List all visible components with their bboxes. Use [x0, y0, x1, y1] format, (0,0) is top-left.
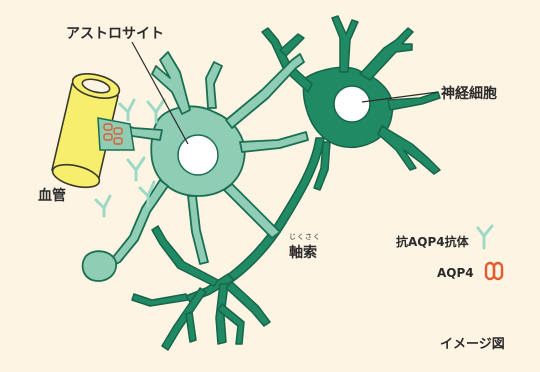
- astrocyte-process: [152, 52, 190, 114]
- neuron-axon-terminal: [132, 294, 188, 306]
- aqp4-legend-icon: [486, 263, 502, 279]
- astrocyte-process: [188, 196, 208, 264]
- antibody-legend-icon: [478, 226, 492, 248]
- astrocyte-nucleus: [178, 135, 218, 175]
- neuron-axon-terminal: [152, 226, 218, 286]
- aqp4-legend-label: AQP4: [437, 266, 474, 280]
- antibody-icon: [120, 100, 134, 120]
- antibody-legend-label: 抗AQP4抗体: [396, 233, 469, 250]
- astrocyte-endfoot: [83, 251, 117, 281]
- astrocyte-label: アストロサイト: [66, 23, 164, 43]
- neuron-dendrite: [360, 28, 413, 80]
- astrocyte-endfoot-contact: [98, 118, 134, 150]
- axon-ruby-label: じくさく: [289, 232, 321, 242]
- illustration-note: イメージ図: [440, 333, 505, 352]
- astrocyte-process: [224, 184, 280, 238]
- astrocyte-process: [240, 132, 308, 152]
- neuron-nucleus: [334, 86, 370, 122]
- antibody-icon: [96, 196, 110, 216]
- neuron-label: 神経細胞: [441, 83, 497, 103]
- astrocyte-process: [226, 54, 304, 128]
- axon-label: 軸索: [289, 242, 317, 262]
- blood-vessel-label: 血管: [38, 185, 66, 205]
- neuron-axon-terminal: [186, 312, 196, 342]
- neuron-dendrite: [378, 126, 440, 174]
- astrocyte-process: [206, 62, 222, 108]
- neuron-dendrite: [332, 16, 358, 72]
- neuron-dendrite: [280, 34, 304, 56]
- antibody-icon: [128, 158, 144, 180]
